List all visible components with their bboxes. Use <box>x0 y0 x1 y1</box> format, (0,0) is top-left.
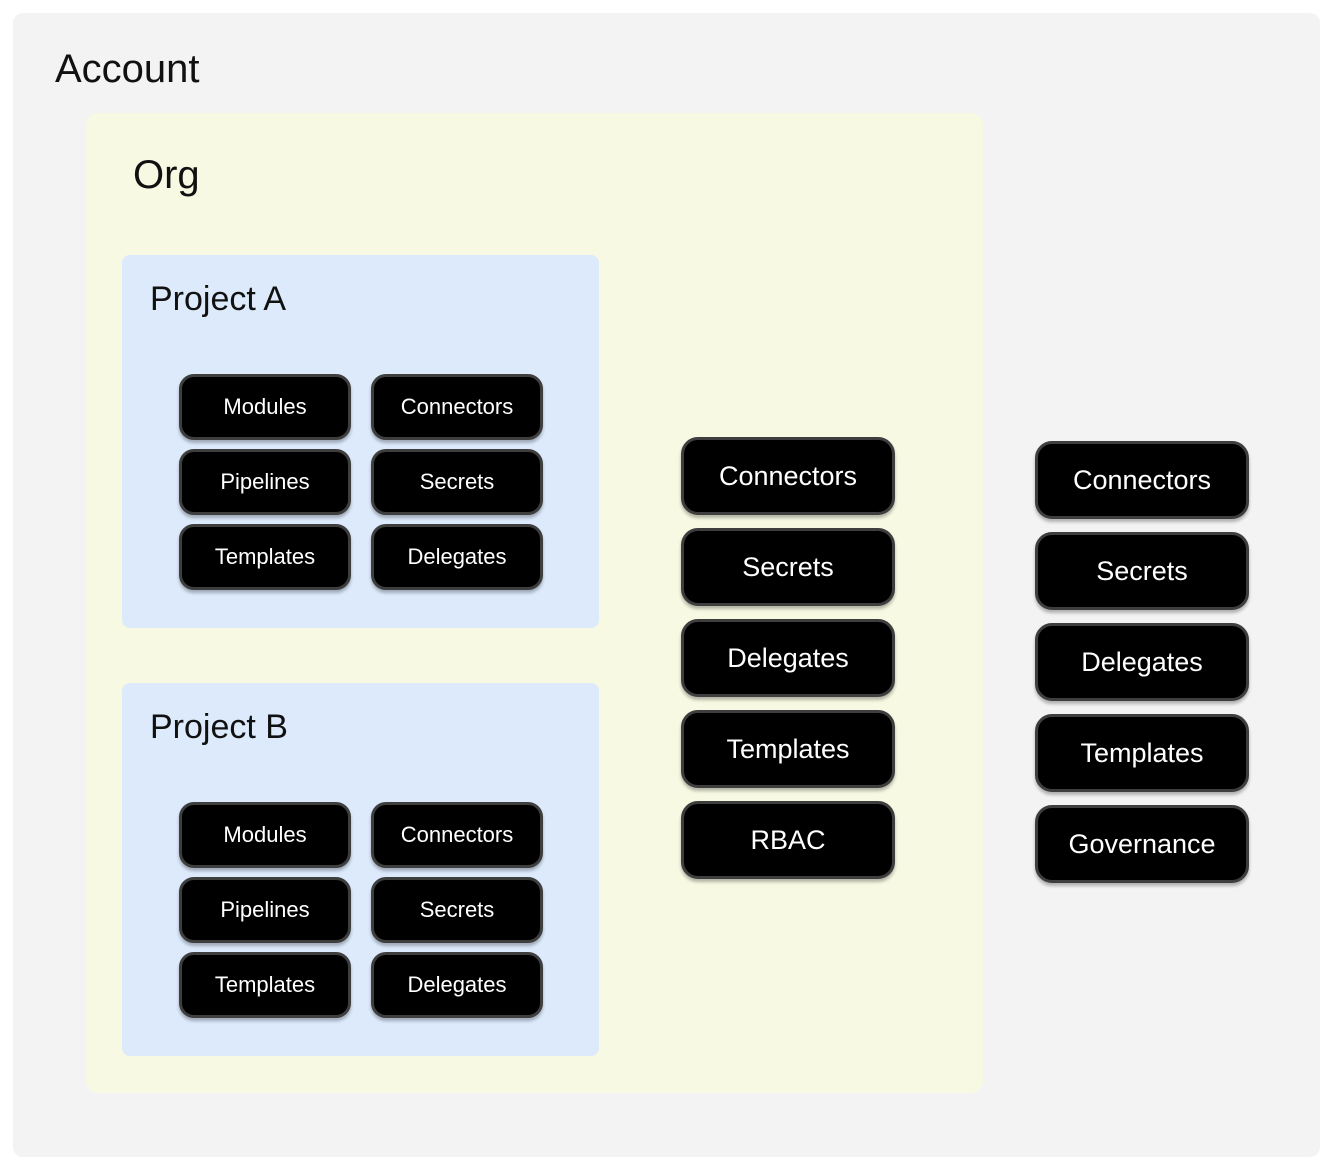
pill-templates: Templates <box>1035 714 1249 792</box>
pill-connectors: Connectors <box>681 437 895 515</box>
project-a-container: Project A Modules Connectors Pipelines S… <box>122 255 599 628</box>
pill-templates: Templates <box>179 524 351 590</box>
pill-secrets: Secrets <box>371 877 543 943</box>
project-a-pill-grid: Modules Connectors Pipelines Secrets Tem… <box>179 374 543 590</box>
org-level-pill-stack: Connectors Secrets Delegates Templates R… <box>681 437 895 879</box>
project-b-title: Project B <box>150 708 288 746</box>
pill-delegates: Delegates <box>371 952 543 1018</box>
pill-rbac: RBAC <box>681 801 895 879</box>
pill-delegates: Delegates <box>371 524 543 590</box>
pill-secrets: Secrets <box>1035 532 1249 610</box>
account-container: Account Org Project A Modules Connectors… <box>13 13 1320 1157</box>
pill-secrets: Secrets <box>681 528 895 606</box>
account-level-pill-stack: Connectors Secrets Delegates Templates G… <box>1035 441 1249 883</box>
account-title: Account <box>55 47 200 91</box>
pill-connectors: Connectors <box>371 374 543 440</box>
pill-delegates: Delegates <box>1035 623 1249 701</box>
pill-pipelines: Pipelines <box>179 877 351 943</box>
pill-modules: Modules <box>179 374 351 440</box>
pill-governance: Governance <box>1035 805 1249 883</box>
pill-modules: Modules <box>179 802 351 868</box>
pill-secrets: Secrets <box>371 449 543 515</box>
pill-pipelines: Pipelines <box>179 449 351 515</box>
project-b-container: Project B Modules Connectors Pipelines S… <box>122 683 599 1056</box>
pill-delegates: Delegates <box>681 619 895 697</box>
project-a-title: Project A <box>150 280 287 318</box>
pill-templates: Templates <box>179 952 351 1018</box>
pill-templates: Templates <box>681 710 895 788</box>
pill-connectors: Connectors <box>1035 441 1249 519</box>
pill-connectors: Connectors <box>371 802 543 868</box>
org-container: Org Project A Modules Connectors Pipelin… <box>86 113 983 1093</box>
org-title: Org <box>133 153 200 197</box>
project-b-pill-grid: Modules Connectors Pipelines Secrets Tem… <box>179 802 543 1018</box>
